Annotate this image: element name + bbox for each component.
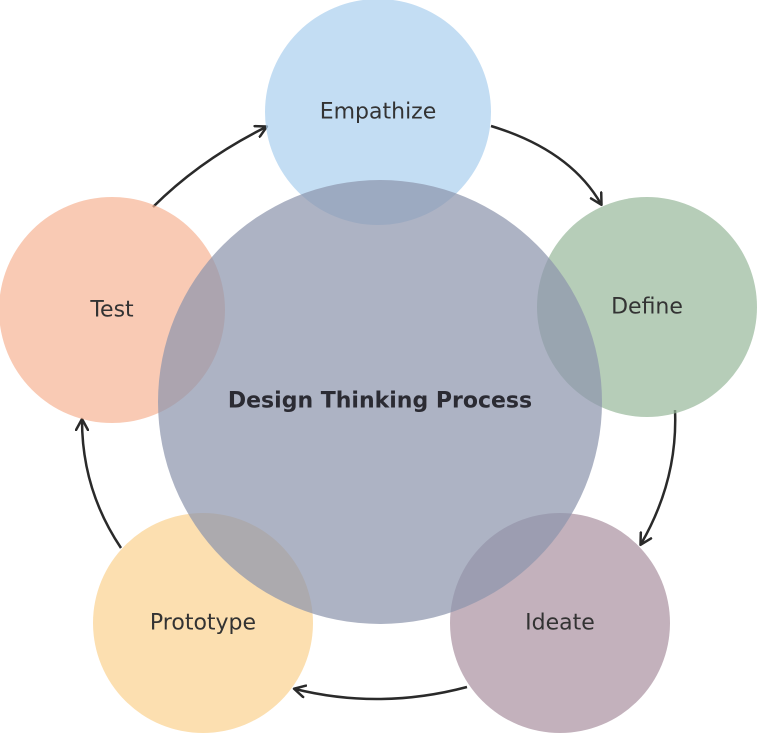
stage-circle xyxy=(265,0,491,225)
stage-empathize xyxy=(265,0,491,225)
center-title: Design Thinking Process xyxy=(228,389,532,414)
stage-label-empathize: Empathize xyxy=(320,100,437,125)
arrow-test-to-empathize xyxy=(152,127,266,208)
stage-label-define: Define xyxy=(611,295,683,320)
arrow-ideate-to-prototype xyxy=(295,687,468,701)
arrow-prototype-to-test xyxy=(82,420,123,549)
stage-label-test: Test xyxy=(89,298,134,323)
stage-label-ideate: Ideate xyxy=(525,611,595,636)
arrow-empathize-to-define xyxy=(490,124,601,204)
center-circle xyxy=(158,180,602,624)
cycle-arrows xyxy=(82,124,677,701)
stage-label-prototype: Prototype xyxy=(150,611,256,636)
arrow-define-to-ideate xyxy=(641,409,677,544)
